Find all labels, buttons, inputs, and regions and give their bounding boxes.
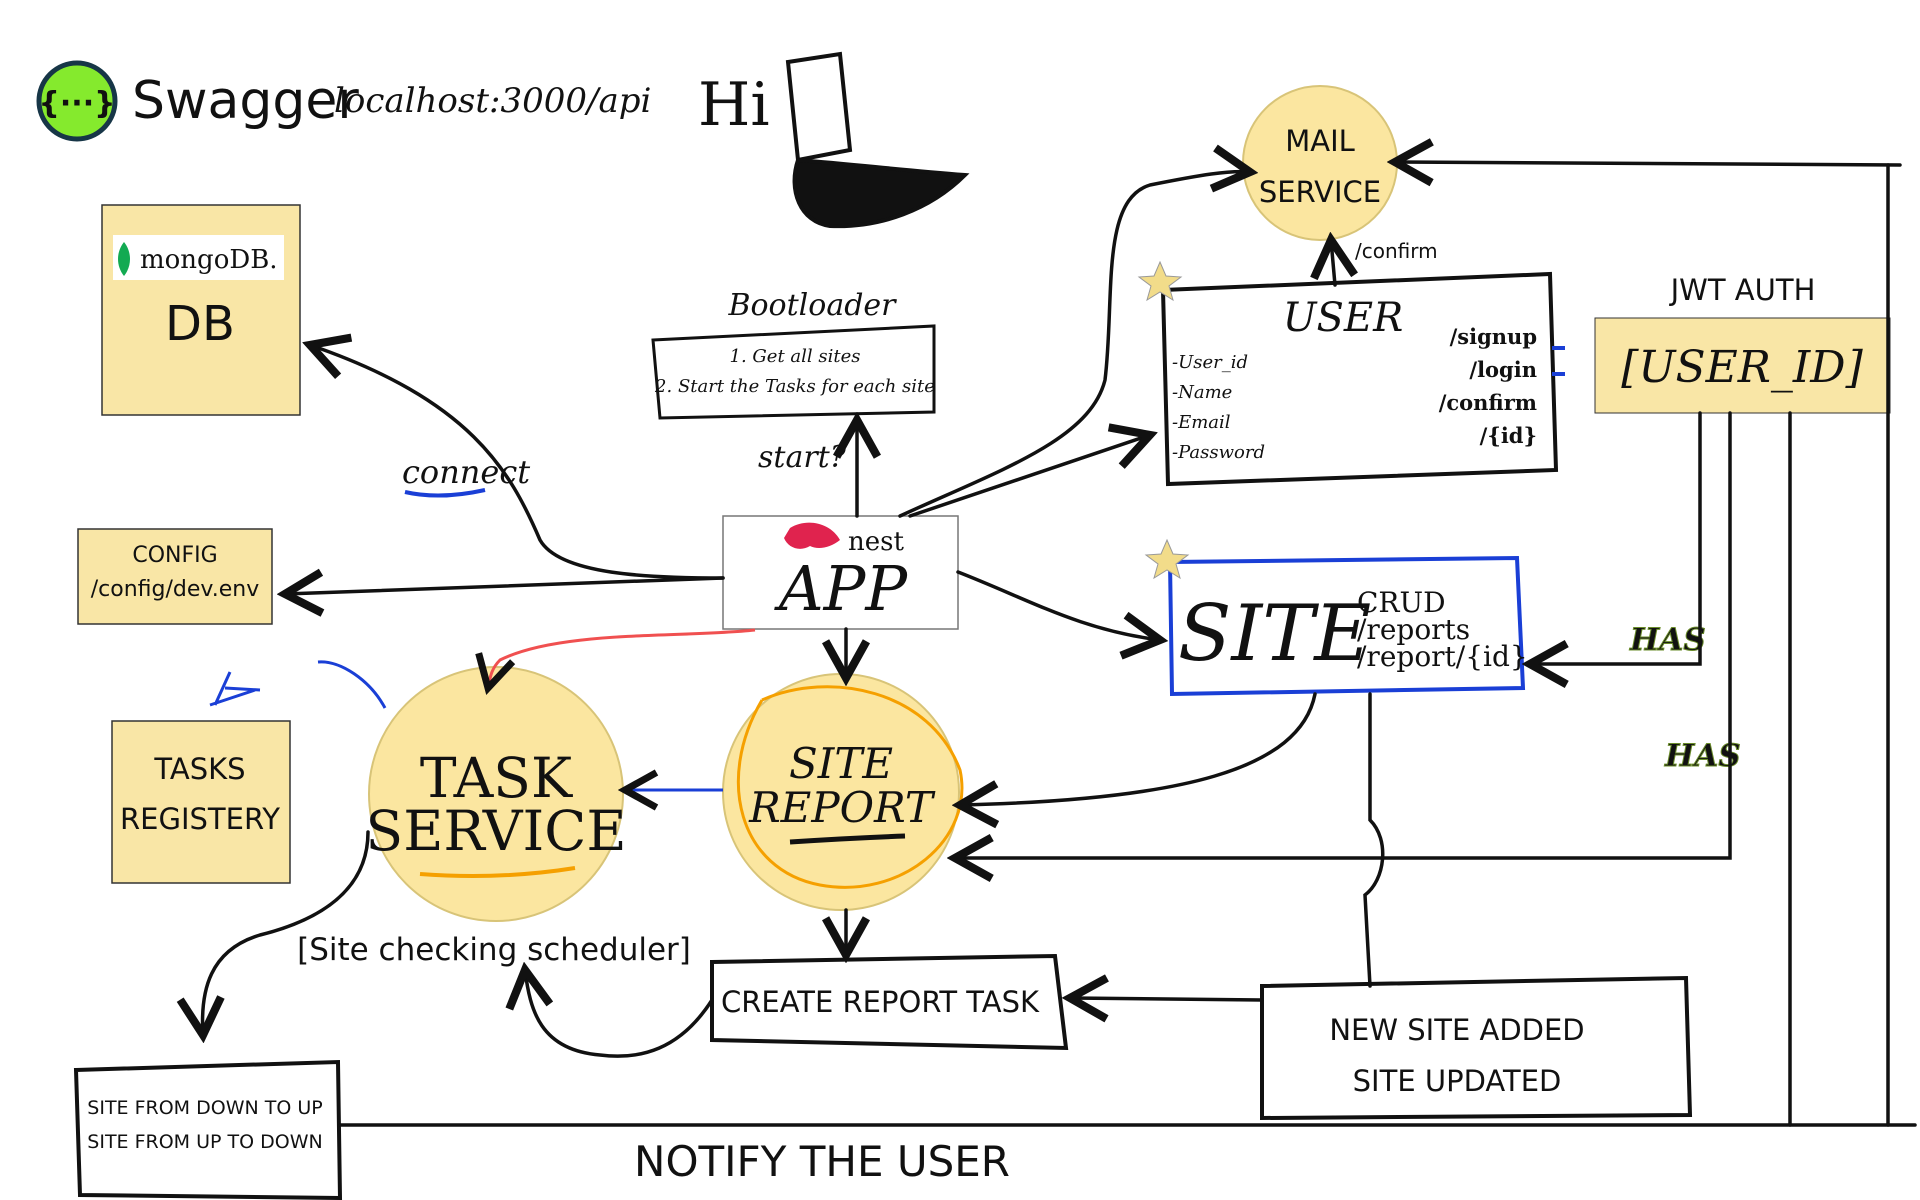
create-report-task-label: CREATE REPORT TASK <box>721 985 1040 1019</box>
edge-app-task-service-red <box>488 628 756 688</box>
site-title: SITE <box>1178 589 1371 679</box>
swagger-icon-glyph: {···} <box>39 86 116 121</box>
new-site-node: NEW SITE ADDED SITE UPDATED <box>1260 975 1693 1121</box>
site-report-node: SITE REPORT <box>722 673 964 911</box>
user-field-2: -Email <box>1172 412 1231 433</box>
connect-label: connect <box>402 453 530 491</box>
mail-service-line2: SERVICE <box>1259 175 1381 209</box>
bootloader-step-2: 2. Start the Tasks for each site <box>654 376 935 397</box>
tasks-registry-node: TASKS REGISTERY <box>111 720 291 884</box>
tasks-registry-line2: REGISTERY <box>120 802 280 836</box>
nest-brand: nest <box>848 527 904 557</box>
mongodb-logo <box>113 235 284 280</box>
site-status-node: SITE FROM DOWN TO UP SITE FROM UP TO DOW… <box>73 1059 343 1200</box>
db-node: mongoDB. DB <box>101 204 301 416</box>
site-report-line1: SITE <box>789 739 893 788</box>
edge-jwt-site-report <box>955 411 1732 858</box>
start-label: start? <box>758 440 847 475</box>
swagger-url: localhost:3000/api <box>334 81 651 121</box>
edge-app-mail <box>898 172 1250 518</box>
task-service-caption: [Site checking scheduler] <box>297 932 691 968</box>
mongodb-brand: mongoDB. <box>140 245 278 275</box>
site-node: SITE CRUD /reports /report/{id} <box>1144 538 1528 697</box>
hi-doodle-text: Hi <box>698 70 770 140</box>
user-star-icon <box>1137 260 1183 302</box>
edge-create-task-service <box>525 970 714 1058</box>
bootloader-title: Bootloader <box>727 288 897 323</box>
task-service-line2: SERVICE <box>366 799 627 863</box>
swagger-icon <box>36 60 118 142</box>
jwt-title: JWT AUTH <box>1669 273 1816 307</box>
task-service-line1: TASK <box>420 746 573 810</box>
chair-doodle <box>785 51 970 229</box>
registry-doodle-blue <box>209 671 261 707</box>
colored-connectors <box>209 628 756 790</box>
edge-site-new-site <box>1363 692 1385 988</box>
confirm-label: /confirm <box>1355 239 1438 263</box>
new-site-line2: SITE UPDATED <box>1353 1064 1562 1098</box>
edge-right-mail <box>1395 162 1902 165</box>
site-star-icon <box>1144 538 1190 580</box>
config-node: CONFIG /config/dev.env <box>77 528 273 625</box>
bootloader-step-1: 1. Get all sites <box>730 346 861 367</box>
site-status-line1: SITE FROM DOWN TO UP <box>87 1097 322 1119</box>
edge-site-site-report <box>960 692 1317 805</box>
edge-tasks-registry-blue <box>317 660 387 709</box>
app-node: nest APP <box>722 515 959 630</box>
edge-app-db <box>310 345 725 580</box>
user-title: USER <box>1283 295 1403 341</box>
mail-service-line1: MAIL <box>1285 124 1355 158</box>
has-label-1: HAS <box>1629 622 1706 658</box>
site-report-line2: REPORT <box>748 783 936 832</box>
new-site-line1: NEW SITE ADDED <box>1329 1013 1584 1047</box>
user-field-0: -User_id <box>1172 352 1248 373</box>
task-service-node: TASK SERVICE <box>366 666 627 922</box>
edge-app-config <box>285 578 725 594</box>
site-crud: CRUD <box>1357 586 1446 619</box>
edge-user-mail <box>1331 240 1335 287</box>
bootloader-node: Bootloader 1. Get all sites 2. Start the… <box>651 288 936 420</box>
edge-app-user <box>908 435 1150 518</box>
user-route-0: /signup <box>1450 324 1537 349</box>
edge-task-service-status <box>203 830 370 1035</box>
user-node: USER -User_id -Name -Email -Password /si… <box>1137 260 1565 487</box>
jwt-node: [USER_ID] <box>1594 317 1891 414</box>
nest-logo-icon <box>784 522 840 549</box>
swagger-logo: {···} Swagger <box>36 60 359 142</box>
connect-underline <box>404 488 486 498</box>
create-report-task-node: CREATE REPORT TASK <box>710 953 1069 1051</box>
user-route-3: /{id} <box>1480 423 1537 448</box>
connectors <box>203 162 1917 1127</box>
user-route-1: /login <box>1469 357 1537 382</box>
edge-app-site <box>956 570 1160 640</box>
config-title: CONFIG <box>132 543 217 568</box>
config-path: /config/dev.env <box>91 577 259 602</box>
site-route-1: /report/{id} <box>1357 640 1528 673</box>
user-route-2: /confirm <box>1439 390 1537 415</box>
mongodb-leaf-icon <box>118 242 130 276</box>
swagger-brand: Swagger <box>132 71 359 131</box>
notify-user-label: NOTIFY THE USER <box>634 1137 1010 1186</box>
edge-jwt-site <box>1530 411 1702 664</box>
jwt-user-id: [USER_ID] <box>1621 342 1863 393</box>
db-label: DB <box>165 296 235 352</box>
user-field-1: -Name <box>1172 382 1232 403</box>
mail-service-node: MAIL SERVICE <box>1242 85 1398 241</box>
site-route-0: /reports <box>1357 613 1470 646</box>
app-label: APP <box>774 552 908 625</box>
user-field-3: -Password <box>1172 442 1265 463</box>
tasks-registry-line1: TASKS <box>153 752 245 786</box>
site-status-line2: SITE FROM UP TO DOWN <box>87 1131 322 1153</box>
edge-new-site-create <box>1070 998 1264 1000</box>
